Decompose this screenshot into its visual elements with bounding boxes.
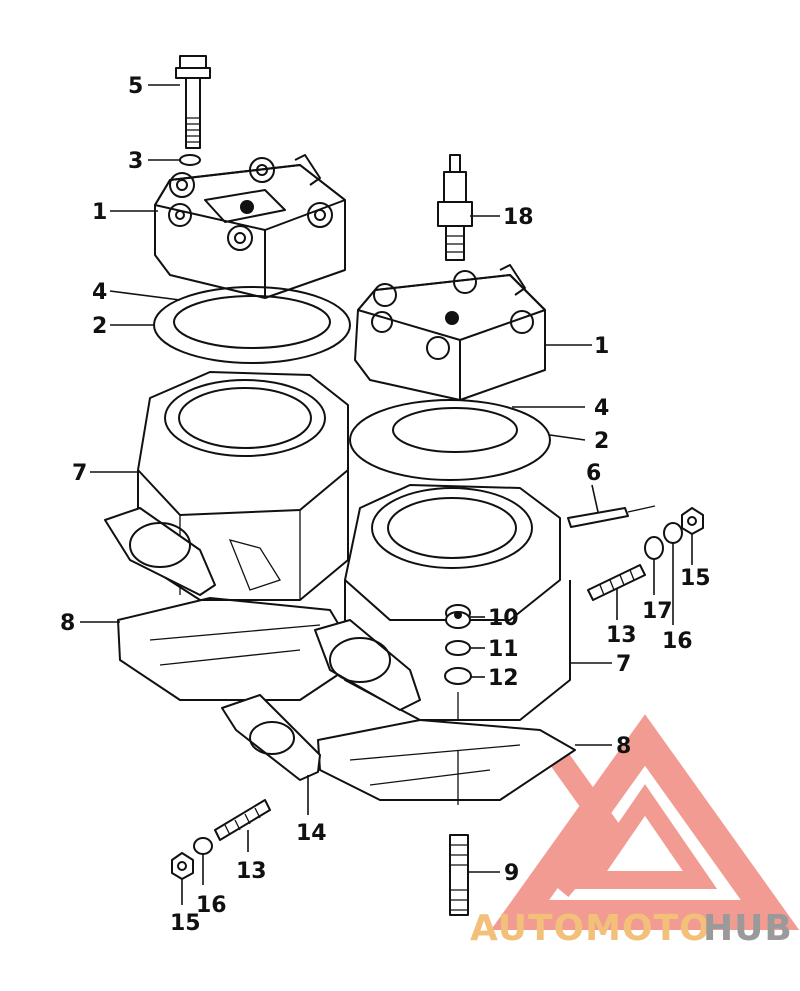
cylinder-left-part-7 [104,371,349,601]
stud-part-9 [449,834,469,916]
exhaust-gasket-part-14 [221,694,321,781]
leader-lines [80,84,693,905]
callout-7-left: 7 [72,461,87,486]
callout-4-right: 4 [594,396,609,421]
callout-8-right: 8 [616,734,631,759]
callout-2-left: 2 [92,314,107,339]
callout-1-left: 1 [92,200,107,225]
callout-13-left: 13 [236,859,267,884]
washer-part-3 [179,154,201,166]
watermark-logo [490,714,800,930]
callout-15-right: 15 [680,566,711,591]
callout-18: 18 [503,205,534,230]
washer-right-part-16 [663,522,683,544]
cylinder-right-part-7 [314,484,571,721]
head-gasket-left-part-2 [153,286,351,364]
cylinder-head-right-part-1 [354,264,546,401]
washer-left-part-16 [193,837,213,855]
stud-right-part-13 [587,564,646,601]
head-gasket-right-part-2 [349,399,551,481]
washer-part-12 [444,667,472,685]
nut-part-10 [445,604,471,629]
callout-7-right: 7 [616,652,631,677]
watermark-text-automoto: AUTOMOTO [470,908,711,949]
callout-13-right: 13 [606,623,637,648]
callout-8-left: 8 [60,611,75,636]
callout-14: 14 [296,821,327,846]
watermark-text-hub: HUB [703,908,793,949]
callout-17: 17 [642,599,673,624]
callout-11: 11 [488,637,519,662]
callout-10: 10 [488,606,519,631]
callout-6: 6 [586,461,601,486]
bolt-part-5 [175,55,211,149]
callout-9: 9 [504,861,519,886]
nut-right-part-15 [681,507,704,535]
o-ring-left-part-4 [173,295,331,349]
dowel-pin-part-6 [567,505,656,528]
callout-1-right: 1 [594,334,609,359]
callout-12: 12 [488,666,519,691]
spark-plug-part-18 [437,154,473,261]
washer-part-11 [445,640,471,656]
callout-3: 3 [128,149,143,174]
base-gasket-right-part-8 [317,719,576,801]
base-gasket-left-part-8 [117,597,361,701]
nut-left-part-15 [171,852,194,880]
callout-4-left: 4 [92,280,107,305]
callout-16-left: 16 [196,893,227,918]
cylinder-head-left-part-1 [154,154,346,299]
o-ring-right-part-4 [392,407,518,453]
stud-left-part-13 [214,799,271,841]
washer-part-17 [644,536,664,560]
callout-2-right: 2 [594,429,609,454]
callout-5: 5 [128,74,143,99]
callout-16-right: 16 [662,629,693,654]
callout-15-left: 15 [170,911,201,936]
